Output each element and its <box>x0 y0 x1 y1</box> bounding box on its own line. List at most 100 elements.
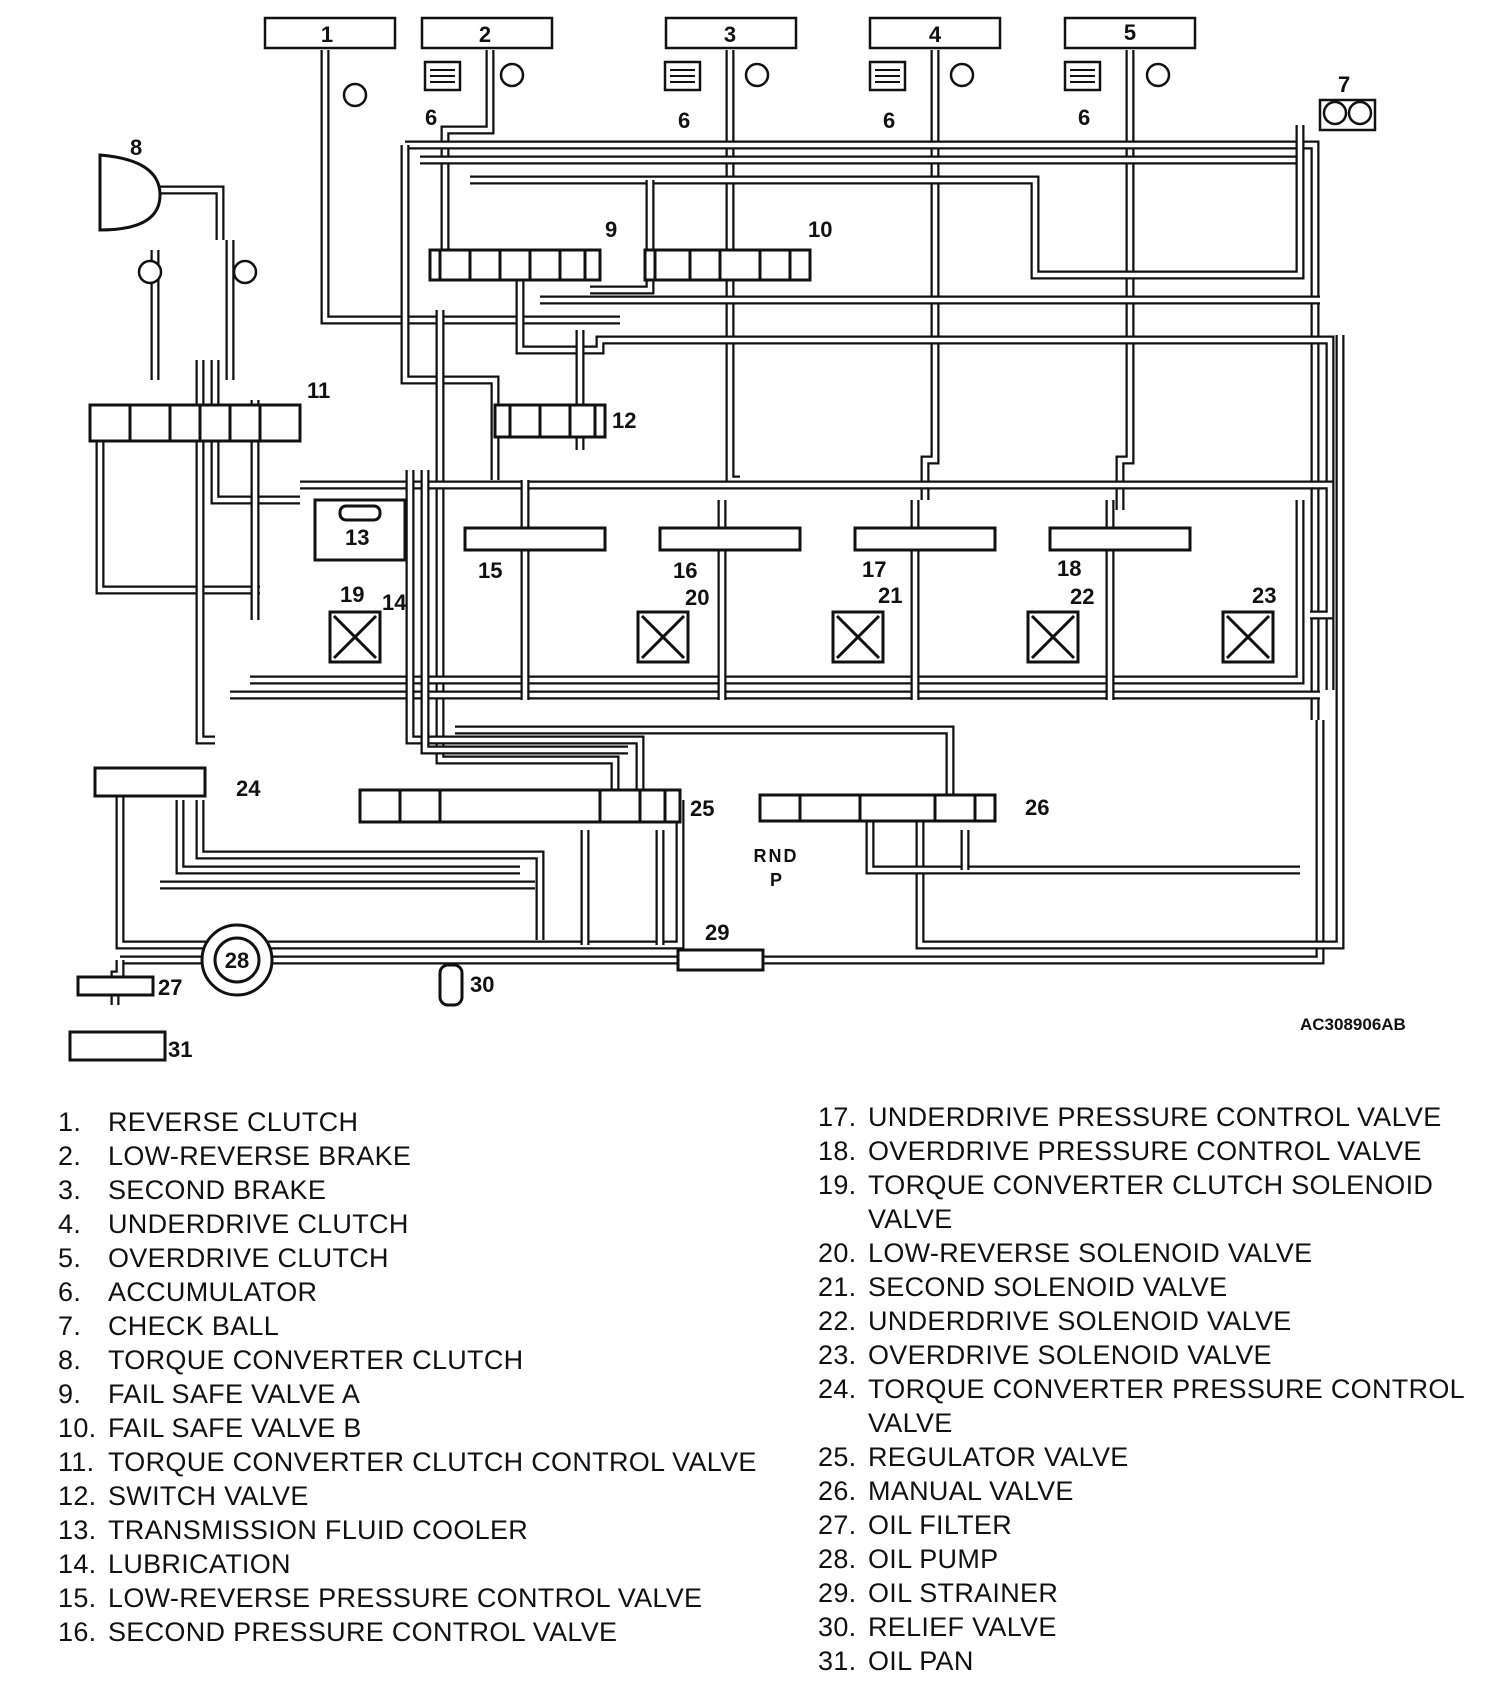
legend-num: 9. <box>58 1379 82 1409</box>
legend-label: OIL PUMP <box>868 1544 999 1574</box>
legend-item: 8.TORQUE CONVERTER CLUTCH <box>58 1343 758 1377</box>
legend-left-column: 1.REVERSE CLUTCH 2.LOW-REVERSE BRAKE 3.S… <box>58 1105 758 1649</box>
callout-26: 26 <box>1025 795 1049 820</box>
legend-label: FAIL SAFE VALVE A <box>108 1379 361 1409</box>
legend-label: SWITCH VALVE <box>108 1481 309 1511</box>
callout-6b: 6 <box>678 108 690 133</box>
legend-label: REVERSE CLUTCH <box>108 1107 359 1137</box>
legend-num: 15. <box>58 1583 97 1613</box>
legend-item: 2. LOW-REVERSE BRAKE <box>58 1139 758 1173</box>
legend-num: 28. <box>818 1544 857 1574</box>
legend-item: 23.OVERDRIVE SOLENOID VALVE <box>818 1338 1498 1372</box>
legend-item: 27.OIL FILTER <box>818 1508 1498 1542</box>
legend-num: 18. <box>818 1136 857 1166</box>
oil-strainer <box>676 948 765 972</box>
figure-code: AC308906AB <box>1300 1015 1406 1034</box>
legend-label: LOW-REVERSE BRAKE <box>108 1141 412 1171</box>
legend-item: 30. RELIEF VALVE <box>818 1610 1498 1644</box>
legend-label: FAIL SAFE VALVE B <box>108 1413 362 1443</box>
legend-label: OIL FILTER <box>868 1510 1013 1540</box>
legend-label: TRANSMISSION FLUID COOLER <box>108 1515 529 1545</box>
legend-item: 21.SECOND SOLENOID VALVE <box>818 1270 1498 1304</box>
oil-pump <box>200 923 274 997</box>
relief-valve <box>438 963 464 1007</box>
legend-num: 8. <box>58 1345 82 1375</box>
legend-item: 12. SWITCH VALVE <box>58 1479 758 1513</box>
callout-labels: 1 2 3 4 5 6 6 6 6 7 8 9 10 11 12 13 14 1… <box>130 20 1350 1062</box>
legend-item: 17. UNDERDRIVE PRESSURE CONTROL VALVE <box>818 1100 1498 1134</box>
legend-label: UNDERDRIVE PRESSURE CONTROL VALVE <box>868 1102 1442 1132</box>
callout-8: 8 <box>130 135 142 160</box>
callout-6c: 6 <box>883 108 895 133</box>
legend-num: 22. <box>818 1306 857 1336</box>
legend-item: 6.ACCUMULATOR <box>58 1275 758 1309</box>
legend-item: 10.FAIL SAFE VALVE B <box>58 1411 758 1445</box>
legend-num: 12. <box>58 1481 97 1511</box>
legend-item: 24.TORQUE CONVERTER PRESSURE CONTROL VAL… <box>818 1372 1498 1440</box>
callout-20: 20 <box>685 585 709 610</box>
legend-num: 30. <box>818 1612 857 1642</box>
manual-positions-p: P <box>770 870 782 890</box>
legend-right-column: 17. UNDERDRIVE PRESSURE CONTROL VALVE 18.… <box>818 1100 1498 1678</box>
legend-num: 2. <box>58 1141 82 1171</box>
manual-positions-rnd: RND <box>754 846 799 866</box>
callout-12: 12 <box>612 408 636 433</box>
legend-item: 29. OIL STRAINER <box>818 1576 1498 1610</box>
legend-item: 22. UNDERDRIVE SOLENOID VALVE <box>818 1304 1498 1338</box>
callout-21: 21 <box>878 583 902 608</box>
legend-label: MANUAL VALVE <box>868 1476 1074 1506</box>
legend-label: LUBRICATION <box>108 1549 291 1579</box>
legend-label: TORQUE CONVERTER CLUTCH CONTROL VALVE <box>108 1447 757 1477</box>
legend-item: 20. LOW-REVERSE SOLENOID VALVE <box>818 1236 1498 1270</box>
callout-6a: 6 <box>425 105 437 130</box>
legend-label: LOW-REVERSE SOLENOID VALVE <box>868 1238 1313 1268</box>
legend-label: RELIEF VALVE <box>868 1612 1057 1642</box>
legend-num: 29. <box>818 1578 857 1608</box>
callout-28: 28 <box>225 948 249 973</box>
legend-num: 5. <box>58 1243 82 1273</box>
callout-22: 22 <box>1070 584 1094 609</box>
legend-label: TORQUE CONVERTER CLUTCH SOLENOID VALVE <box>868 1170 1434 1234</box>
hydraulic-circuit-diagram: 1 2 3 4 5 6 6 6 6 7 8 9 10 11 12 13 14 1… <box>68 16 1406 1062</box>
legend-item: 19.TORQUE CONVERTER CLUTCH SOLENOID VALV… <box>818 1168 1498 1236</box>
legend-num: 16. <box>58 1617 97 1647</box>
legend-item: 18.OVERDRIVE PRESSURE CONTROL VALVE <box>818 1134 1498 1168</box>
legend-label: REGULATOR VALVE <box>868 1442 1129 1472</box>
callout-17: 17 <box>862 557 886 582</box>
solenoid-valves <box>328 610 1275 664</box>
callout-31: 31 <box>168 1037 192 1062</box>
callout-1: 1 <box>321 22 333 47</box>
legend-num: 17. <box>818 1102 857 1132</box>
legend-label: UNDERDRIVE CLUTCH <box>108 1209 409 1239</box>
oil-pan <box>68 1030 167 1062</box>
accumulators <box>423 60 1102 92</box>
callout-30: 30 <box>470 972 494 997</box>
legend-num: 24. <box>818 1374 857 1404</box>
legend-label: SECOND SOLENOID VALVE <box>868 1272 1228 1302</box>
legend-num: 4. <box>58 1209 82 1239</box>
legend-label: OVERDRIVE CLUTCH <box>108 1243 389 1273</box>
callout-4: 4 <box>929 22 942 47</box>
legend-item: 1.REVERSE CLUTCH <box>58 1105 758 1139</box>
legend-item: 9. FAIL SAFE VALVE A <box>58 1377 758 1411</box>
legend-label: CHECK BALL <box>108 1311 280 1341</box>
oil-filter <box>76 975 155 997</box>
legend-num: 20. <box>818 1238 857 1268</box>
legend-item: 25. REGULATOR VALVE <box>818 1440 1498 1474</box>
callout-29: 29 <box>705 920 729 945</box>
legend-label: OIL STRAINER <box>868 1578 1059 1608</box>
legend-label: UNDERDRIVE SOLENOID VALVE <box>868 1306 1292 1336</box>
legend-num: 23. <box>818 1340 857 1370</box>
legend-num: 26. <box>818 1476 857 1506</box>
legend-num: 25. <box>818 1442 857 1472</box>
legend-item: 16. SECOND PRESSURE CONTROL VALVE <box>58 1615 758 1649</box>
callout-19: 19 <box>340 582 364 607</box>
legend-item: 5. OVERDRIVE CLUTCH <box>58 1241 758 1275</box>
legend-item: 7.CHECK BALL <box>58 1309 758 1343</box>
callout-14: 14 <box>382 590 407 615</box>
callout-25: 25 <box>690 796 714 821</box>
legend-label: SECOND PRESSURE CONTROL VALVE <box>108 1617 618 1647</box>
callout-16: 16 <box>673 558 697 583</box>
check-ball-7 <box>1318 98 1377 132</box>
legend-item: 14.LUBRICATION <box>58 1547 758 1581</box>
